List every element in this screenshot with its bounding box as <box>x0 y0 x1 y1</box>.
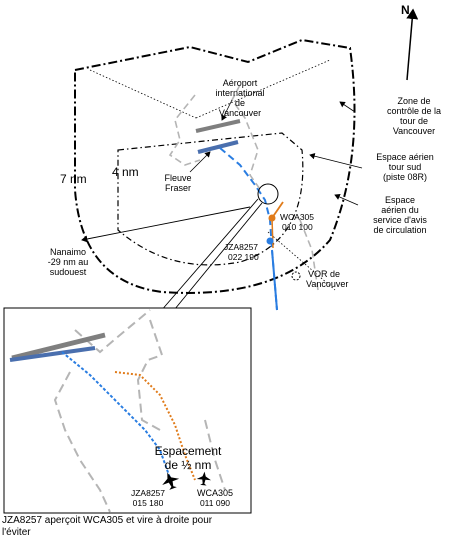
jza8257-track <box>219 147 278 311</box>
svg-text:international: international <box>215 88 264 98</box>
jza8257-target <box>266 237 274 245</box>
spacing-label: Espacement de ½ nm <box>155 444 222 472</box>
wca305-aircraft-icon <box>196 471 212 486</box>
runway-north <box>195 119 241 133</box>
inset-wca305-track <box>114 371 196 481</box>
tower-control-zone-boundary <box>74 38 356 294</box>
svg-text:Vancouver: Vancouver <box>393 126 435 136</box>
wca305-tag: WCA305 010 100 <box>280 212 314 232</box>
caption-line-2: l'éviter <box>2 527 31 538</box>
svg-text:aérien du: aérien du <box>381 205 419 215</box>
vor-label: VOR de Vancouver <box>306 269 348 289</box>
tower-zone-leader <box>339 101 356 113</box>
river-label: Fleuve Fraser <box>164 173 191 193</box>
south-tower-label: Espace aérien tour sud (piste 08R) <box>376 152 434 182</box>
range-4nm-label: 4 nm <box>112 165 139 179</box>
svg-text:Espace aérien: Espace aérien <box>376 152 434 162</box>
inset-frame <box>3 307 252 514</box>
svg-text:service d'avis: service d'avis <box>373 215 427 225</box>
svg-text:Vancouver: Vancouver <box>219 108 261 118</box>
inset-wca305-tag: WCA305 011 090 <box>197 488 233 508</box>
inset-runway-north <box>11 332 106 361</box>
nanaimo-label: Nanaimo -29 nm au sudouest <box>48 247 89 277</box>
range-line-upper <box>89 69 197 119</box>
svg-text:contrôle de la: contrôle de la <box>387 106 441 116</box>
north-arrow: N <box>401 3 419 81</box>
svg-text:Aéroport: Aéroport <box>223 78 258 88</box>
magnifier-line-right <box>169 202 263 316</box>
svg-text:VOR de: VOR de <box>308 269 340 279</box>
airport-label: Aéroport international de Vancouver <box>215 78 264 118</box>
svg-text:(piste 08R): (piste 08R) <box>383 172 427 182</box>
svg-text:Espace: Espace <box>385 195 415 205</box>
svg-text:WCA305: WCA305 <box>280 212 314 222</box>
svg-text:de: de <box>235 98 245 108</box>
north-label: N <box>401 3 410 17</box>
jza8257-tag: JZA8257 022 190 <box>224 242 259 262</box>
nanaimo-arrow <box>81 206 251 243</box>
magnifier-circle <box>257 183 279 205</box>
svg-text:-29 nm au: -29 nm au <box>48 257 89 267</box>
svg-text:Nanaimo: Nanaimo <box>50 247 86 257</box>
river-leader <box>189 151 211 173</box>
south-tower-leader <box>309 153 363 169</box>
range-7nm-label: 7 nm <box>60 172 87 186</box>
svg-text:010 100: 010 100 <box>282 222 313 232</box>
svg-text:015 180: 015 180 <box>133 498 164 508</box>
svg-text:sudouest: sudouest <box>50 267 87 277</box>
south-tower-airspace-boundary <box>117 132 304 266</box>
figure-caption: JZA8257 aperçoit WCA305 et vire à droite… <box>2 515 302 539</box>
inset-runway-08r <box>9 346 96 362</box>
coastline <box>168 84 319 291</box>
runway-08r <box>197 140 239 154</box>
advisory-label: Espace aérien du service d'avis de circu… <box>373 195 427 235</box>
svg-text:022 190: 022 190 <box>228 252 259 262</box>
vor-icon <box>291 271 301 281</box>
jza8257-track-solid <box>271 249 278 311</box>
svg-text:JZA8257: JZA8257 <box>224 242 258 252</box>
inset-jza8257-tag: JZA8257 015 180 <box>131 488 165 508</box>
svg-text:WCA305: WCA305 <box>197 488 233 498</box>
svg-text:Fraser: Fraser <box>165 183 191 193</box>
wca305-target <box>268 214 276 222</box>
advisory-leader <box>334 193 359 206</box>
inset-jza8257-track <box>61 351 171 479</box>
tower-zone-label: Zone de contrôle de la tour de Vancouver <box>387 96 441 136</box>
caption-line-1: JZA8257 aperçoit WCA305 et vire à droite… <box>2 515 213 526</box>
svg-text:tour de: tour de <box>400 116 428 126</box>
svg-text:de ½ nm: de ½ nm <box>165 458 212 472</box>
magnifier-line-left <box>159 198 259 313</box>
svg-text:JZA8257: JZA8257 <box>131 488 165 498</box>
airport-leader <box>221 99 233 121</box>
range-line-lower <box>267 231 336 291</box>
svg-text:Espacement: Espacement <box>155 444 222 458</box>
jza8257-aircraft-icon <box>162 472 180 490</box>
svg-text:011 090: 011 090 <box>200 498 230 508</box>
svg-text:de circulation: de circulation <box>373 225 426 235</box>
svg-text:tour sud: tour sud <box>389 162 422 172</box>
svg-text:Fleuve: Fleuve <box>164 173 191 183</box>
svg-text:Zone de: Zone de <box>397 96 430 106</box>
svg-text:Vancouver: Vancouver <box>306 279 348 289</box>
